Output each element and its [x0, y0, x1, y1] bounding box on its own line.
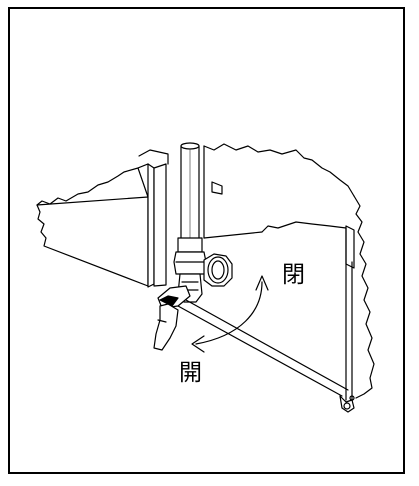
open-label: 開 [179, 360, 202, 386]
rotation-arrow [191, 275, 269, 353]
tank-rear-wall [203, 143, 355, 239]
close-label: 閉 [282, 262, 305, 288]
tank-left-section [36, 149, 169, 288]
valve-handle [153, 285, 191, 351]
drain-rod [177, 299, 355, 413]
ball-valve [173, 237, 233, 303]
tank-right-section [345, 195, 375, 401]
vertical-pipe [180, 142, 200, 241]
